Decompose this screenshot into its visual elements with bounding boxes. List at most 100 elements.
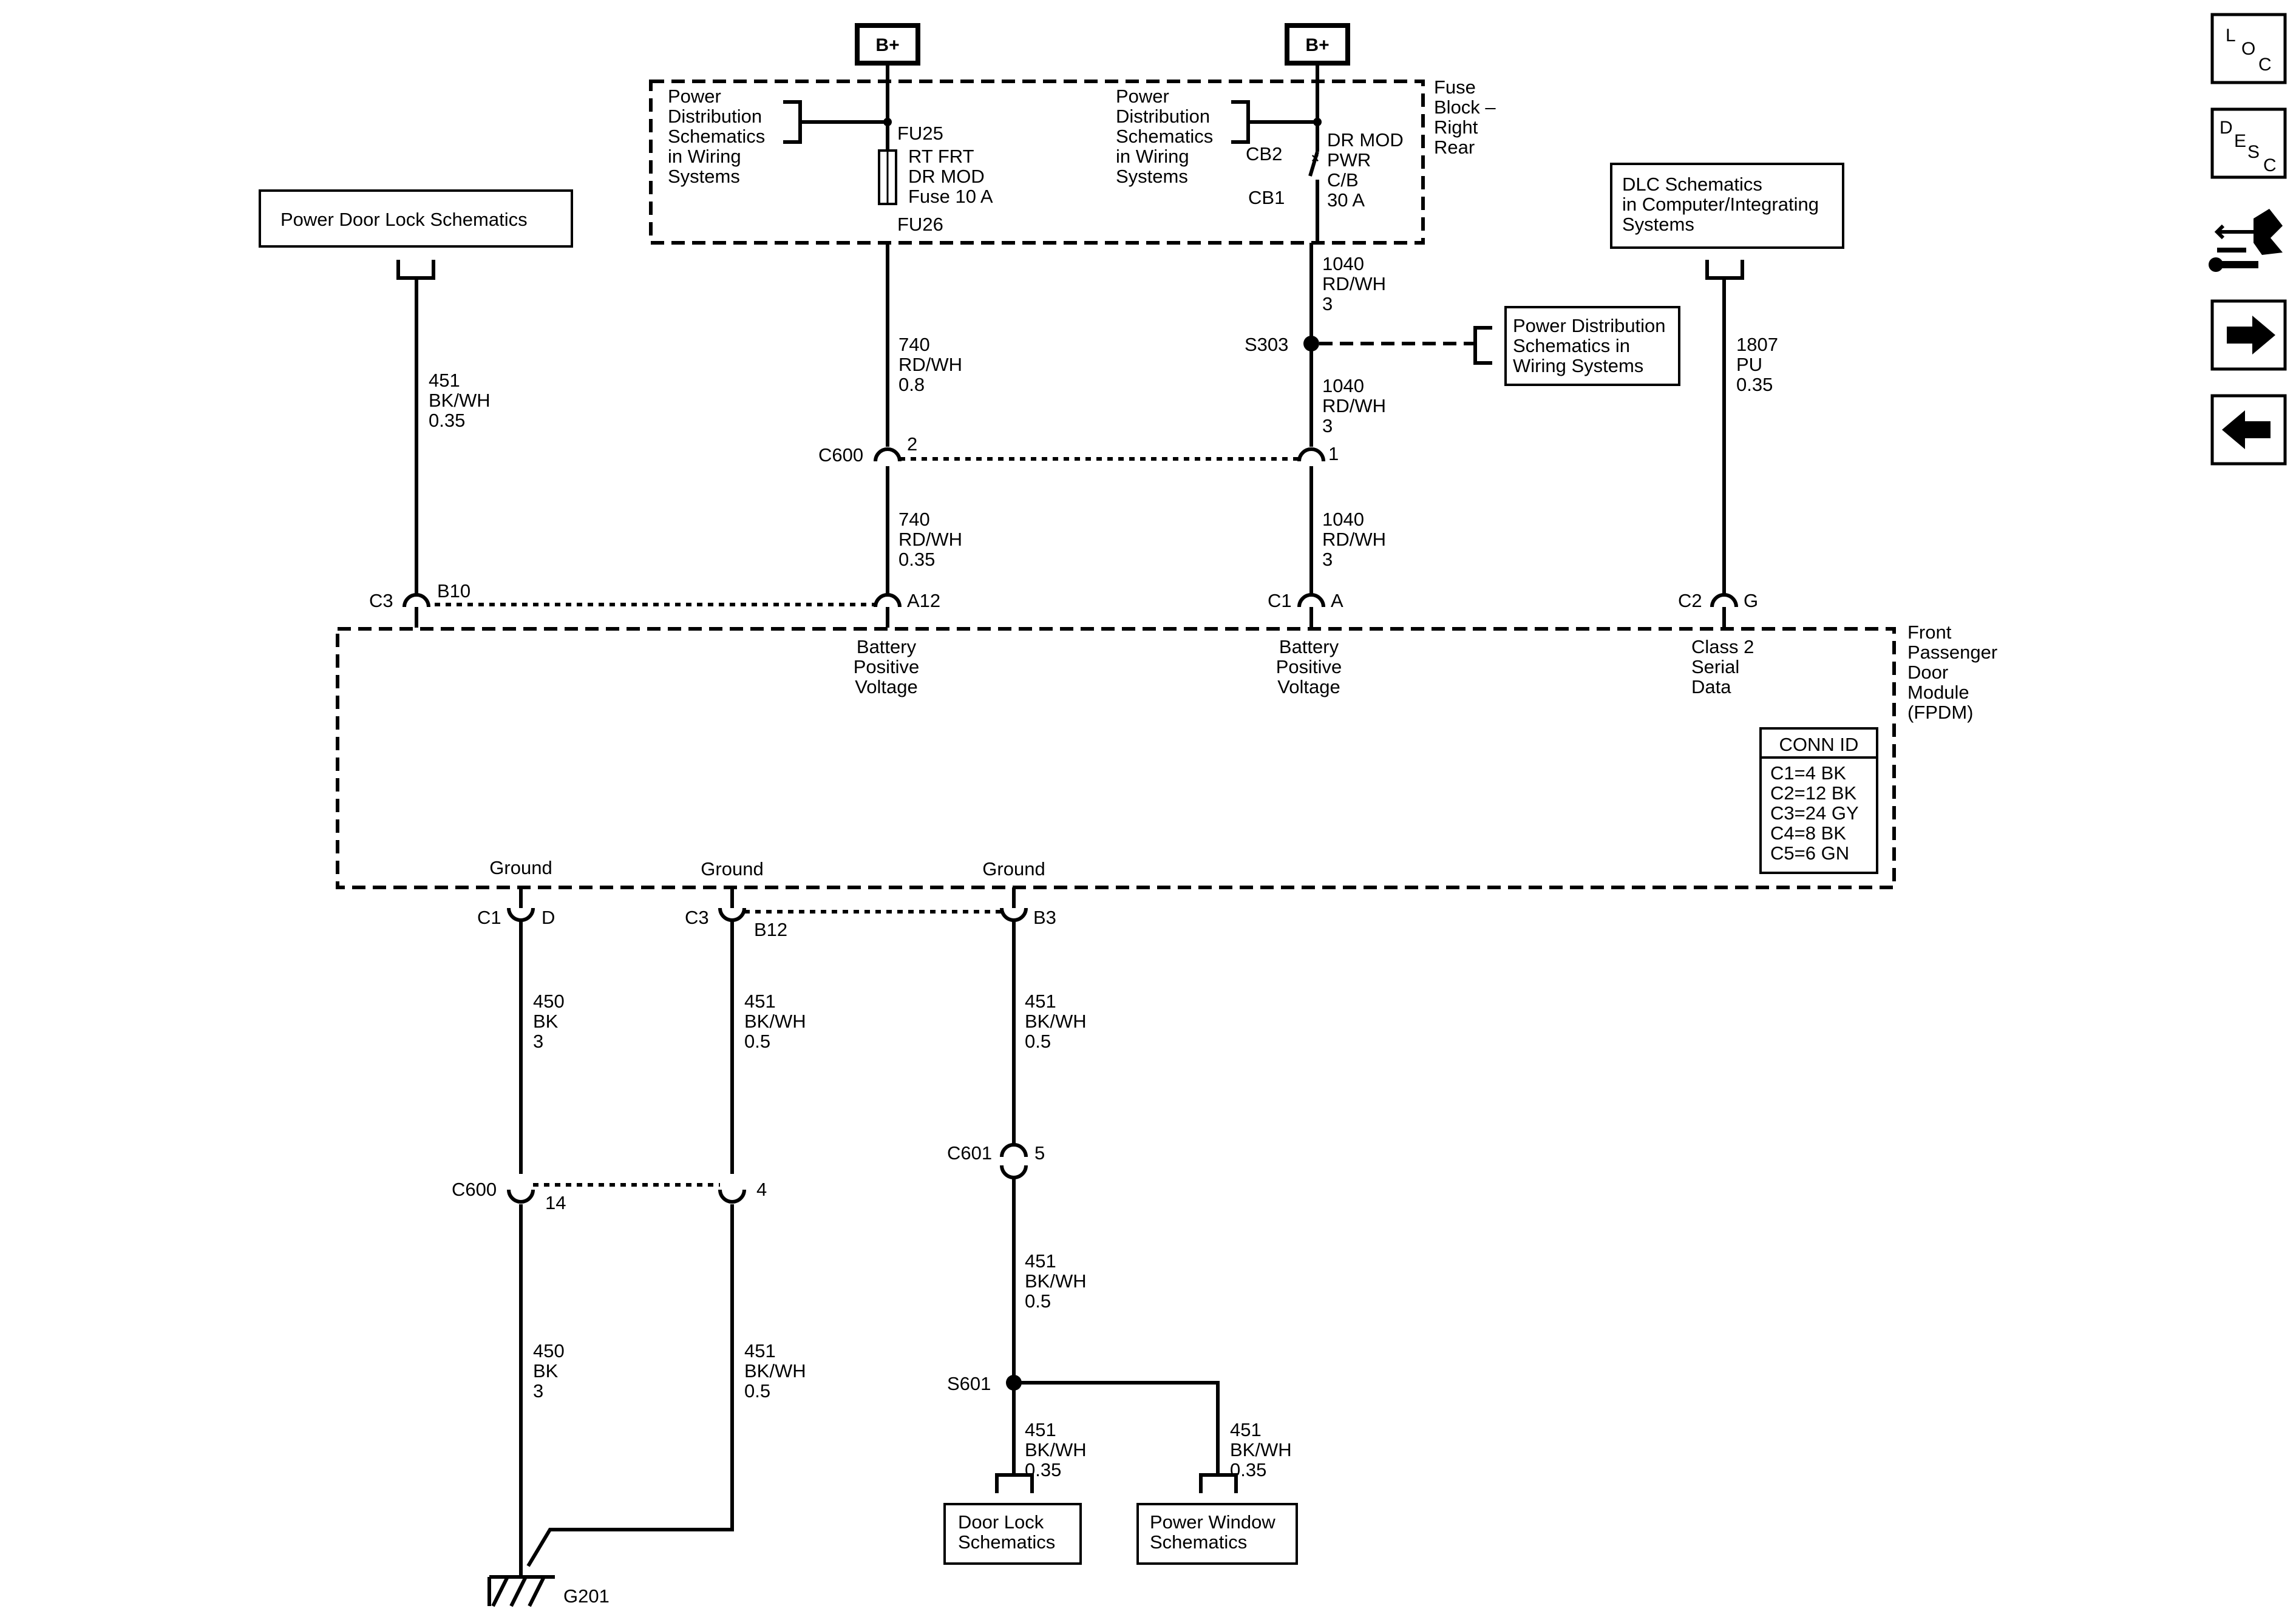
harness-tool-icon[interactable] <box>2209 209 2283 272</box>
splice-s303-label: S303 <box>1245 334 1288 355</box>
terminal-c1-d: C1 D <box>477 887 555 928</box>
svg-text:BK: BK <box>533 1360 559 1381</box>
svg-text:C600: C600 <box>818 444 863 466</box>
svg-text:B10: B10 <box>437 580 470 602</box>
fpdm-module-outline <box>336 627 1896 889</box>
conn-id-table: CONN ID C1=4 BK C2=12 BK C3=24 GY C4=8 B… <box>1759 727 1878 874</box>
power-door-lock-schematics-ref[interactable]: Power Door Lock Schematics <box>259 189 573 280</box>
wire-451-r2-label: 451 BK/WH 0.5 <box>1025 1250 1087 1312</box>
svg-text:0.5: 0.5 <box>1025 1031 1051 1052</box>
svg-text:(FPDM): (FPDM) <box>1907 702 1973 723</box>
svg-text:450: 450 <box>533 1340 565 1361</box>
wire-1040-a-label: 1040 RD/WH 3 <box>1322 253 1386 314</box>
wire-451-top-label: 451 BK/WH 0.35 <box>429 370 491 431</box>
power-distribution-ref-right[interactable]: Power Distribution Schematics in Wiring … <box>1116 86 1317 187</box>
ground-g201-label: G201 <box>563 1585 610 1607</box>
svg-text:RD/WH: RD/WH <box>898 354 962 375</box>
svg-text:Battery: Battery <box>1279 636 1339 657</box>
svg-text:BK/WH: BK/WH <box>1025 1011 1087 1032</box>
svg-text:Passenger: Passenger <box>1907 642 1997 663</box>
desc-button[interactable]: D E S C <box>2210 107 2287 179</box>
svg-text:451: 451 <box>1230 1419 1262 1440</box>
svg-text:3: 3 <box>533 1380 543 1402</box>
splice-s601-label: S601 <box>947 1373 991 1394</box>
power-distribution-schematics-ref[interactable]: Power Distribution Schematics in Wiring … <box>1473 306 1680 386</box>
svg-text:Schematics: Schematics <box>1150 1531 1247 1553</box>
fuse-splice-dot <box>883 118 892 126</box>
svg-text:0.5: 0.5 <box>744 1031 770 1052</box>
svg-text:A12: A12 <box>907 590 940 611</box>
svg-text:3: 3 <box>1322 293 1333 314</box>
svg-text:Distribution: Distribution <box>668 106 762 127</box>
svg-text:1040: 1040 <box>1322 509 1364 530</box>
breaker-out-terminal: CB1 <box>1248 187 1285 208</box>
svg-text:RD/WH: RD/WH <box>1322 395 1386 416</box>
svg-text:PWR: PWR <box>1327 149 1371 171</box>
svg-text:Voltage: Voltage <box>1277 676 1340 697</box>
svg-text:451: 451 <box>744 991 776 1012</box>
ground-label-1: Ground <box>489 857 552 878</box>
svg-text:Schematics: Schematics <box>958 1531 1055 1553</box>
svg-text:BK/WH: BK/WH <box>744 1360 806 1381</box>
power-distribution-ref-left[interactable]: Power Distribution Schematics in Wiring … <box>668 86 888 187</box>
svg-text:C5=6 GN: C5=6 GN <box>1770 842 1849 864</box>
wire-451-m2 <box>526 1204 734 1567</box>
wire-740-lower-label: 740 RD/WH 0.35 <box>898 509 962 570</box>
breaker-in-terminal: CB2 <box>1246 143 1282 164</box>
svg-text:C1=4 BK: C1=4 BK <box>1770 762 1846 784</box>
wire-450-b-label: 450 BK 3 <box>533 1340 565 1402</box>
door-lock-schematics-ref[interactable]: Door Lock Schematics <box>943 1473 1082 1565</box>
svg-text:C3=24 GY: C3=24 GY <box>1770 802 1859 824</box>
svg-text:1: 1 <box>1328 443 1339 464</box>
svg-text:C601: C601 <box>947 1142 992 1164</box>
svg-text:Positive: Positive <box>1276 656 1342 677</box>
svg-text:Voltage: Voltage <box>855 676 917 697</box>
wire-1040-b-label: 1040 RD/WH 3 <box>1322 375 1386 436</box>
svg-text:E: E <box>2234 131 2246 151</box>
svg-text:Systems: Systems <box>1622 214 1694 235</box>
svg-text:CONN ID: CONN ID <box>1779 734 1859 755</box>
svg-text:C3: C3 <box>685 907 709 928</box>
svg-text:Door: Door <box>1907 662 1948 683</box>
svg-text:BK: BK <box>533 1011 559 1032</box>
svg-text:740: 740 <box>898 509 930 530</box>
fuse-block-title: Fuse Block – Right Rear <box>1434 76 1496 158</box>
svg-text:in Computer/Integrating: in Computer/Integrating <box>1622 194 1819 215</box>
svg-text:in Wiring: in Wiring <box>1116 146 1189 167</box>
breaker-mark: × <box>1311 151 1319 166</box>
svg-text:BK/WH: BK/WH <box>744 1011 806 1032</box>
svg-text:Fuse 10 A: Fuse 10 A <box>908 186 993 207</box>
arrow-left-icon[interactable] <box>2210 394 2287 466</box>
svg-text:RT FRT: RT FRT <box>908 146 974 167</box>
svg-text:451: 451 <box>1025 991 1056 1012</box>
svg-text:C: C <box>2263 155 2277 175</box>
svg-text:Systems: Systems <box>1116 166 1188 187</box>
svg-text:1807: 1807 <box>1736 334 1778 355</box>
connector-c600-top: C600 2 1 <box>818 433 1339 466</box>
svg-text:Module: Module <box>1907 682 1969 703</box>
svg-text:Power Distribution: Power Distribution <box>1513 315 1666 336</box>
svg-text:0.5: 0.5 <box>744 1380 770 1402</box>
svg-text:14: 14 <box>545 1192 566 1213</box>
terminal-c1-a: C1 A <box>1268 590 1343 628</box>
svg-text:Rear: Rear <box>1434 137 1475 158</box>
splice-s303 <box>1303 336 1319 351</box>
arrow-right-icon[interactable] <box>2210 299 2287 371</box>
svg-text:450: 450 <box>533 991 565 1012</box>
svg-text:0.35: 0.35 <box>1736 374 1773 395</box>
svg-text:C4=8 BK: C4=8 BK <box>1770 822 1846 844</box>
terminal-c3-b10: C3 B10 <box>369 580 470 628</box>
dlc-schematics-ref[interactable]: DLC Schematics in Computer/Integrating S… <box>1610 163 1844 280</box>
fpdm-module-name: Front Passenger Door Module (FPDM) <box>1907 622 1997 723</box>
svg-text:3: 3 <box>533 1031 543 1052</box>
svg-text:C600: C600 <box>452 1179 497 1200</box>
svg-text:RD/WH: RD/WH <box>898 529 962 550</box>
fuse-name: RT FRT DR MOD Fuse 10 A <box>908 146 993 207</box>
svg-text:Power Window: Power Window <box>1150 1511 1275 1533</box>
svg-text:DR MOD: DR MOD <box>1327 129 1404 151</box>
svg-text:PU: PU <box>1736 354 1762 375</box>
loc-button[interactable]: L O C <box>2210 13 2287 84</box>
power-window-schematics-ref[interactable]: Power Window Schematics <box>1136 1473 1298 1565</box>
svg-text:Class 2: Class 2 <box>1691 636 1754 657</box>
